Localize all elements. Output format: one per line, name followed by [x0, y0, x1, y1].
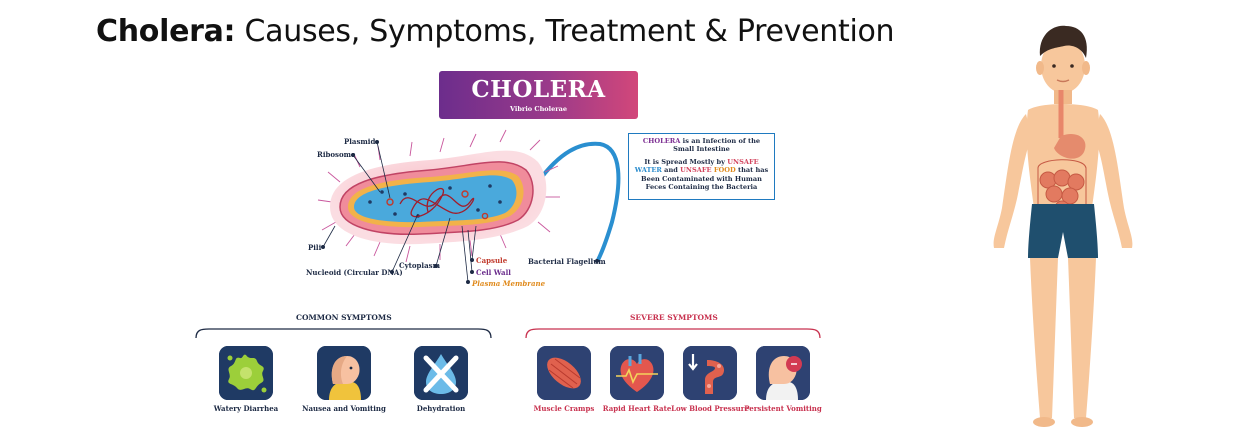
label-nucleoid: Nucleoid (Circular DNA): [306, 268, 403, 277]
symptom-label: Persistent Vomiting: [744, 404, 822, 413]
nausea-icon: [317, 346, 371, 400]
label-flagellum: Bacterial Flagellum: [528, 257, 606, 266]
common-symptoms-bracket: [195, 328, 492, 339]
shorts: [1028, 204, 1098, 258]
right-leg: [1068, 258, 1096, 418]
left-arm: [993, 114, 1032, 248]
page-title-bold: Cholera:: [96, 14, 236, 49]
symptom-label: Watery Diarrhea: [213, 404, 279, 413]
cytoplasm-shape: [354, 175, 517, 223]
severe-symptoms-bracket: [525, 328, 821, 339]
cholera-banner: CHOLERA Vibrio Cholerae: [439, 71, 638, 119]
right-foot: [1071, 417, 1093, 427]
nucleoid-dna: [399, 187, 475, 218]
symptom-label: Dehydration: [416, 404, 466, 413]
label-pili: Pili: [308, 243, 322, 252]
splash-icon: [219, 346, 273, 400]
symptom-label: Nausea and Vomiting: [302, 404, 386, 413]
label-cytoplasm: Cytoplasm: [399, 261, 440, 270]
info-box: CHOLERA is an Infection of the Small Int…: [628, 133, 775, 200]
blood-vessel-icon: [683, 346, 737, 400]
plasmid-rings: [386, 190, 489, 220]
label-ribosome: Ribosome: [317, 150, 356, 159]
page-title: Cholera: Causes, Symptoms, Treatment & P…: [96, 14, 895, 49]
human-body-illustration: [993, 25, 1133, 427]
vomiting-head-icon: [756, 346, 810, 400]
bacterium-illustration: [317, 129, 621, 284]
banner-title: CHOLERA: [471, 76, 606, 103]
right-ear: [1082, 61, 1090, 75]
dehydration-drop-icon: [414, 346, 468, 400]
symptom-label: Rapid Heart Rate: [602, 404, 672, 413]
info-line-1: CHOLERA is an Infection of the Small Int…: [642, 137, 761, 154]
heart-icon: [610, 346, 664, 400]
flagellum-shape: [536, 141, 621, 262]
hair: [1039, 25, 1087, 58]
banner-subtitle: Vibrio Cholerae: [509, 105, 568, 113]
muscle-icon: [537, 346, 591, 400]
page-title-regular: Causes, Symptoms, Treatment & Prevention: [235, 14, 895, 49]
stomach: [1054, 133, 1086, 159]
label-plasma-membrane: Plasma Membrane: [472, 279, 546, 288]
label-leader-lines: [320, 139, 599, 284]
left-foot: [1033, 417, 1055, 427]
pili-hairs: [317, 129, 560, 263]
label-plasmid: Plasmid: [344, 137, 376, 146]
symptom-label: Low Blood Pressure: [671, 404, 749, 413]
right-arm: [1094, 114, 1133, 248]
label-capsule: Capsule: [476, 256, 508, 265]
severe-symptoms-heading: SEVERE SYMPTOMS: [630, 313, 718, 322]
common-symptoms-heading: COMMON SYMPTOMS: [296, 313, 392, 322]
symptom-label: Muscle Cramps: [533, 404, 595, 413]
left-ear: [1036, 61, 1044, 75]
info-line-2: It is Spread Mostly by UNSAFE WATER and …: [634, 157, 769, 192]
label-cell-wall: Cell Wall: [476, 268, 511, 277]
left-leg: [1030, 258, 1058, 418]
